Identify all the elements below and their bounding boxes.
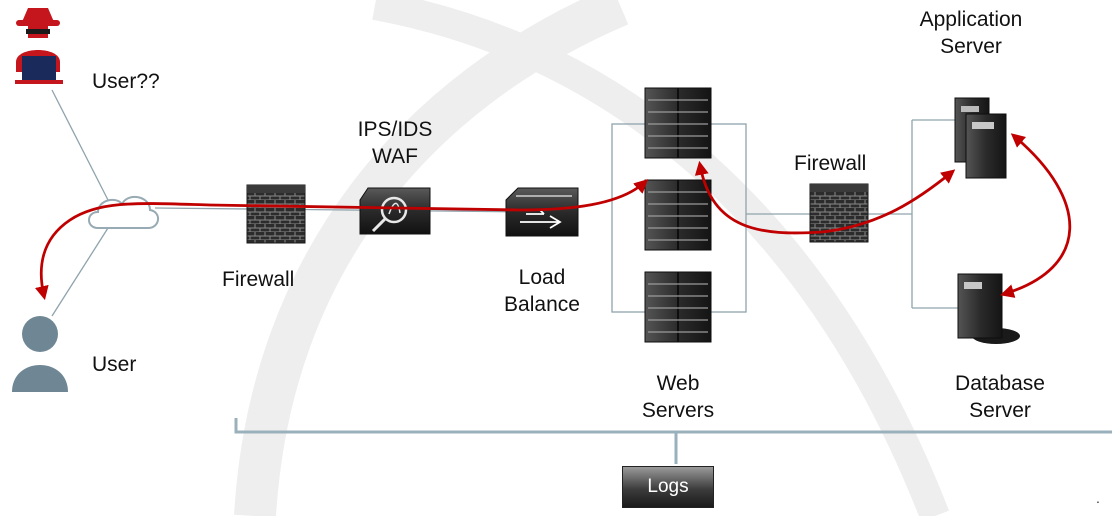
- web-servers-label: Web Servers: [628, 370, 728, 424]
- traffic-flow: [34, 133, 1072, 301]
- ips-waf-label: IPS/IDS WAF: [342, 116, 448, 170]
- server-rack-icon: [644, 87, 712, 343]
- firewall-2-label: Firewall: [794, 152, 867, 175]
- db-label-line1: Database: [955, 372, 1045, 395]
- firewall-icon: [809, 183, 869, 243]
- logs-bracket: [234, 418, 1112, 464]
- load-balancer-icon: [505, 187, 579, 237]
- lb-label-line1: Load: [518, 266, 566, 289]
- database-server-icon: [957, 273, 1020, 344]
- cloud-icon: [88, 195, 159, 229]
- hacker-user-label: User??: [92, 70, 160, 93]
- user-icon: [12, 316, 68, 392]
- ips-label-line1: IPS/IDS: [357, 118, 433, 141]
- database-server-label: Database Server: [944, 370, 1056, 424]
- ips-label-line2: WAF: [372, 145, 418, 168]
- web-label-line2: Servers: [641, 399, 715, 422]
- logs-button[interactable]: Logs: [622, 466, 714, 508]
- hacker-icon: [15, 8, 63, 84]
- server-tower-icon: [954, 97, 1007, 179]
- application-server-label: Application Server: [916, 6, 1026, 60]
- load-balance-label: Load Balance: [490, 264, 594, 318]
- ips-waf-icon: [359, 187, 431, 235]
- firewall-1-label: Firewall: [222, 268, 295, 291]
- user-label: User: [92, 353, 137, 376]
- app-label-line2: Server: [940, 35, 1002, 58]
- corner-mark: .: [1096, 490, 1100, 506]
- lb-label-line2: Balance: [504, 293, 580, 316]
- db-label-line2: Server: [969, 399, 1031, 422]
- web-label-line1: Web: [656, 372, 700, 395]
- app-label-line1: Application: [919, 8, 1023, 31]
- firewall-icon: [246, 184, 306, 244]
- watermark: [234, 0, 949, 516]
